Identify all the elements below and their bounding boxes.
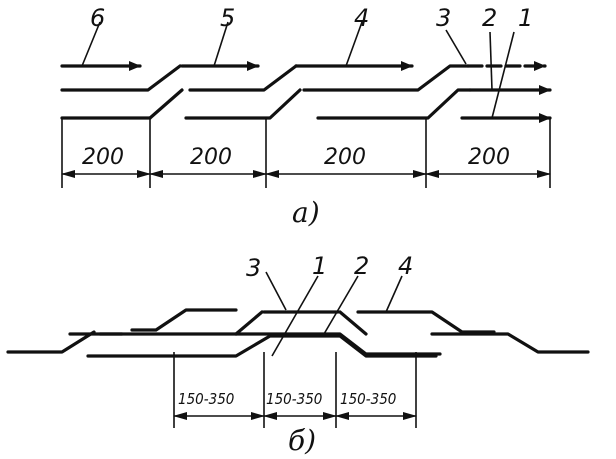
b-strand-row3-right <box>430 332 590 354</box>
label-3: 3 <box>436 4 451 32</box>
b-leader-4 <box>385 275 403 313</box>
b-leader-3 <box>265 271 287 311</box>
dim-a1: 200 <box>82 145 124 170</box>
strand-row3-joint1 <box>148 88 184 120</box>
diagram-b: 3 1 2 4 150-350 150-350 150-350 б) <box>6 252 590 457</box>
b-dim-1: 150-350 <box>178 390 234 408</box>
leader-6 <box>81 21 101 67</box>
leader-2 <box>489 31 493 91</box>
strand-row2-seg3 <box>302 64 470 92</box>
b-strand-rise <box>234 310 264 336</box>
leader-5 <box>213 21 229 67</box>
leader-1 <box>491 31 515 119</box>
b-strand-fall <box>338 310 368 336</box>
b-label-4: 4 <box>398 252 413 280</box>
dim-a2: 200 <box>190 145 232 170</box>
caption-a: а) <box>292 196 320 229</box>
b-leader-2 <box>323 275 359 335</box>
strand-row3-seg2 <box>184 88 302 120</box>
dim-a3: 200 <box>324 145 366 170</box>
b-strand-row1-left <box>130 308 238 332</box>
b-strand-1 <box>86 334 438 358</box>
b-dim-3: 150-350 <box>340 390 396 408</box>
label-5: 5 <box>220 4 235 32</box>
b-label-2: 2 <box>354 252 369 280</box>
label-6: 6 <box>90 4 105 32</box>
label-1: 1 <box>518 4 533 32</box>
b-dim-2: 150-350 <box>266 390 322 408</box>
leader-4 <box>345 21 363 67</box>
strand-row3-seg3 <box>316 88 472 120</box>
label-4: 4 <box>354 4 369 32</box>
diagram-a: 6 5 4 3 2 1 200 200 200 200 а) <box>60 4 552 229</box>
b-label-1: 1 <box>312 252 327 280</box>
leader-3 <box>445 29 467 65</box>
b-leader-1 <box>271 275 319 357</box>
b-strand-4 <box>356 310 496 334</box>
caption-b: б) <box>288 424 316 457</box>
label-2: 2 <box>482 4 497 32</box>
b-label-3: 3 <box>246 254 261 282</box>
dim-a4: 200 <box>468 145 510 170</box>
strand-row2-seg2 <box>188 64 298 92</box>
b-strand-row3-left <box>6 330 96 354</box>
strand-row2-seg1 <box>60 64 182 92</box>
